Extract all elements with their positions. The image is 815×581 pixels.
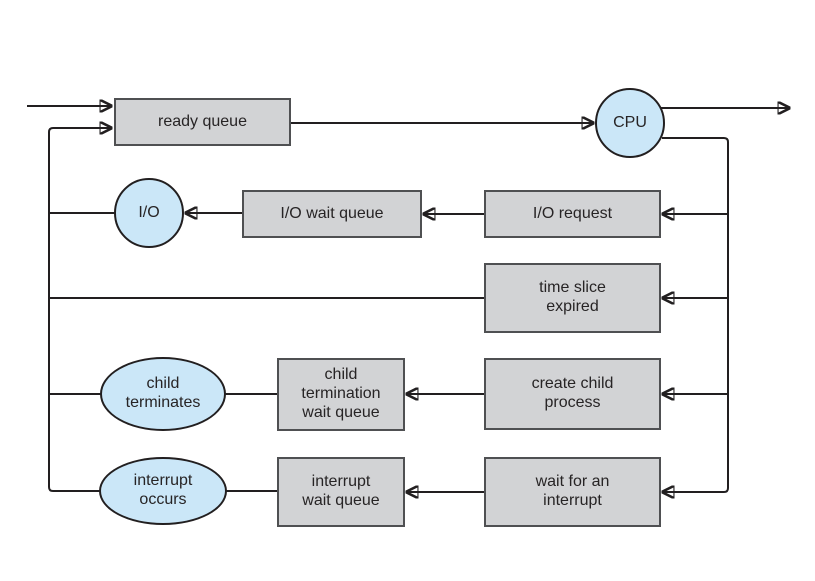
cpu-circle: CPU xyxy=(595,88,665,158)
time-slice-expired-box: time slice expired xyxy=(484,263,661,333)
interrupt-occurs-ellipse: interrupt occurs xyxy=(99,457,227,525)
create-child-process-box: create child process xyxy=(484,358,661,430)
child-termination-wait-queue-box: child termination wait queue xyxy=(277,358,405,431)
edge-feedback-line-to-ready-queue xyxy=(48,128,111,492)
interrupt-wait-queue-box: interrupt wait queue xyxy=(277,457,405,527)
io-circle: I/O xyxy=(114,178,184,248)
ready-queue-box: ready queue xyxy=(114,98,291,146)
wait-for-interrupt-box: wait for an interrupt xyxy=(484,457,661,527)
edge-cpu-to-wait-for-interrupt xyxy=(662,137,729,492)
io-request-box: I/O request xyxy=(484,190,661,238)
io-wait-queue-box: I/O wait queue xyxy=(242,190,422,238)
child-terminates-ellipse: child terminates xyxy=(100,357,226,431)
